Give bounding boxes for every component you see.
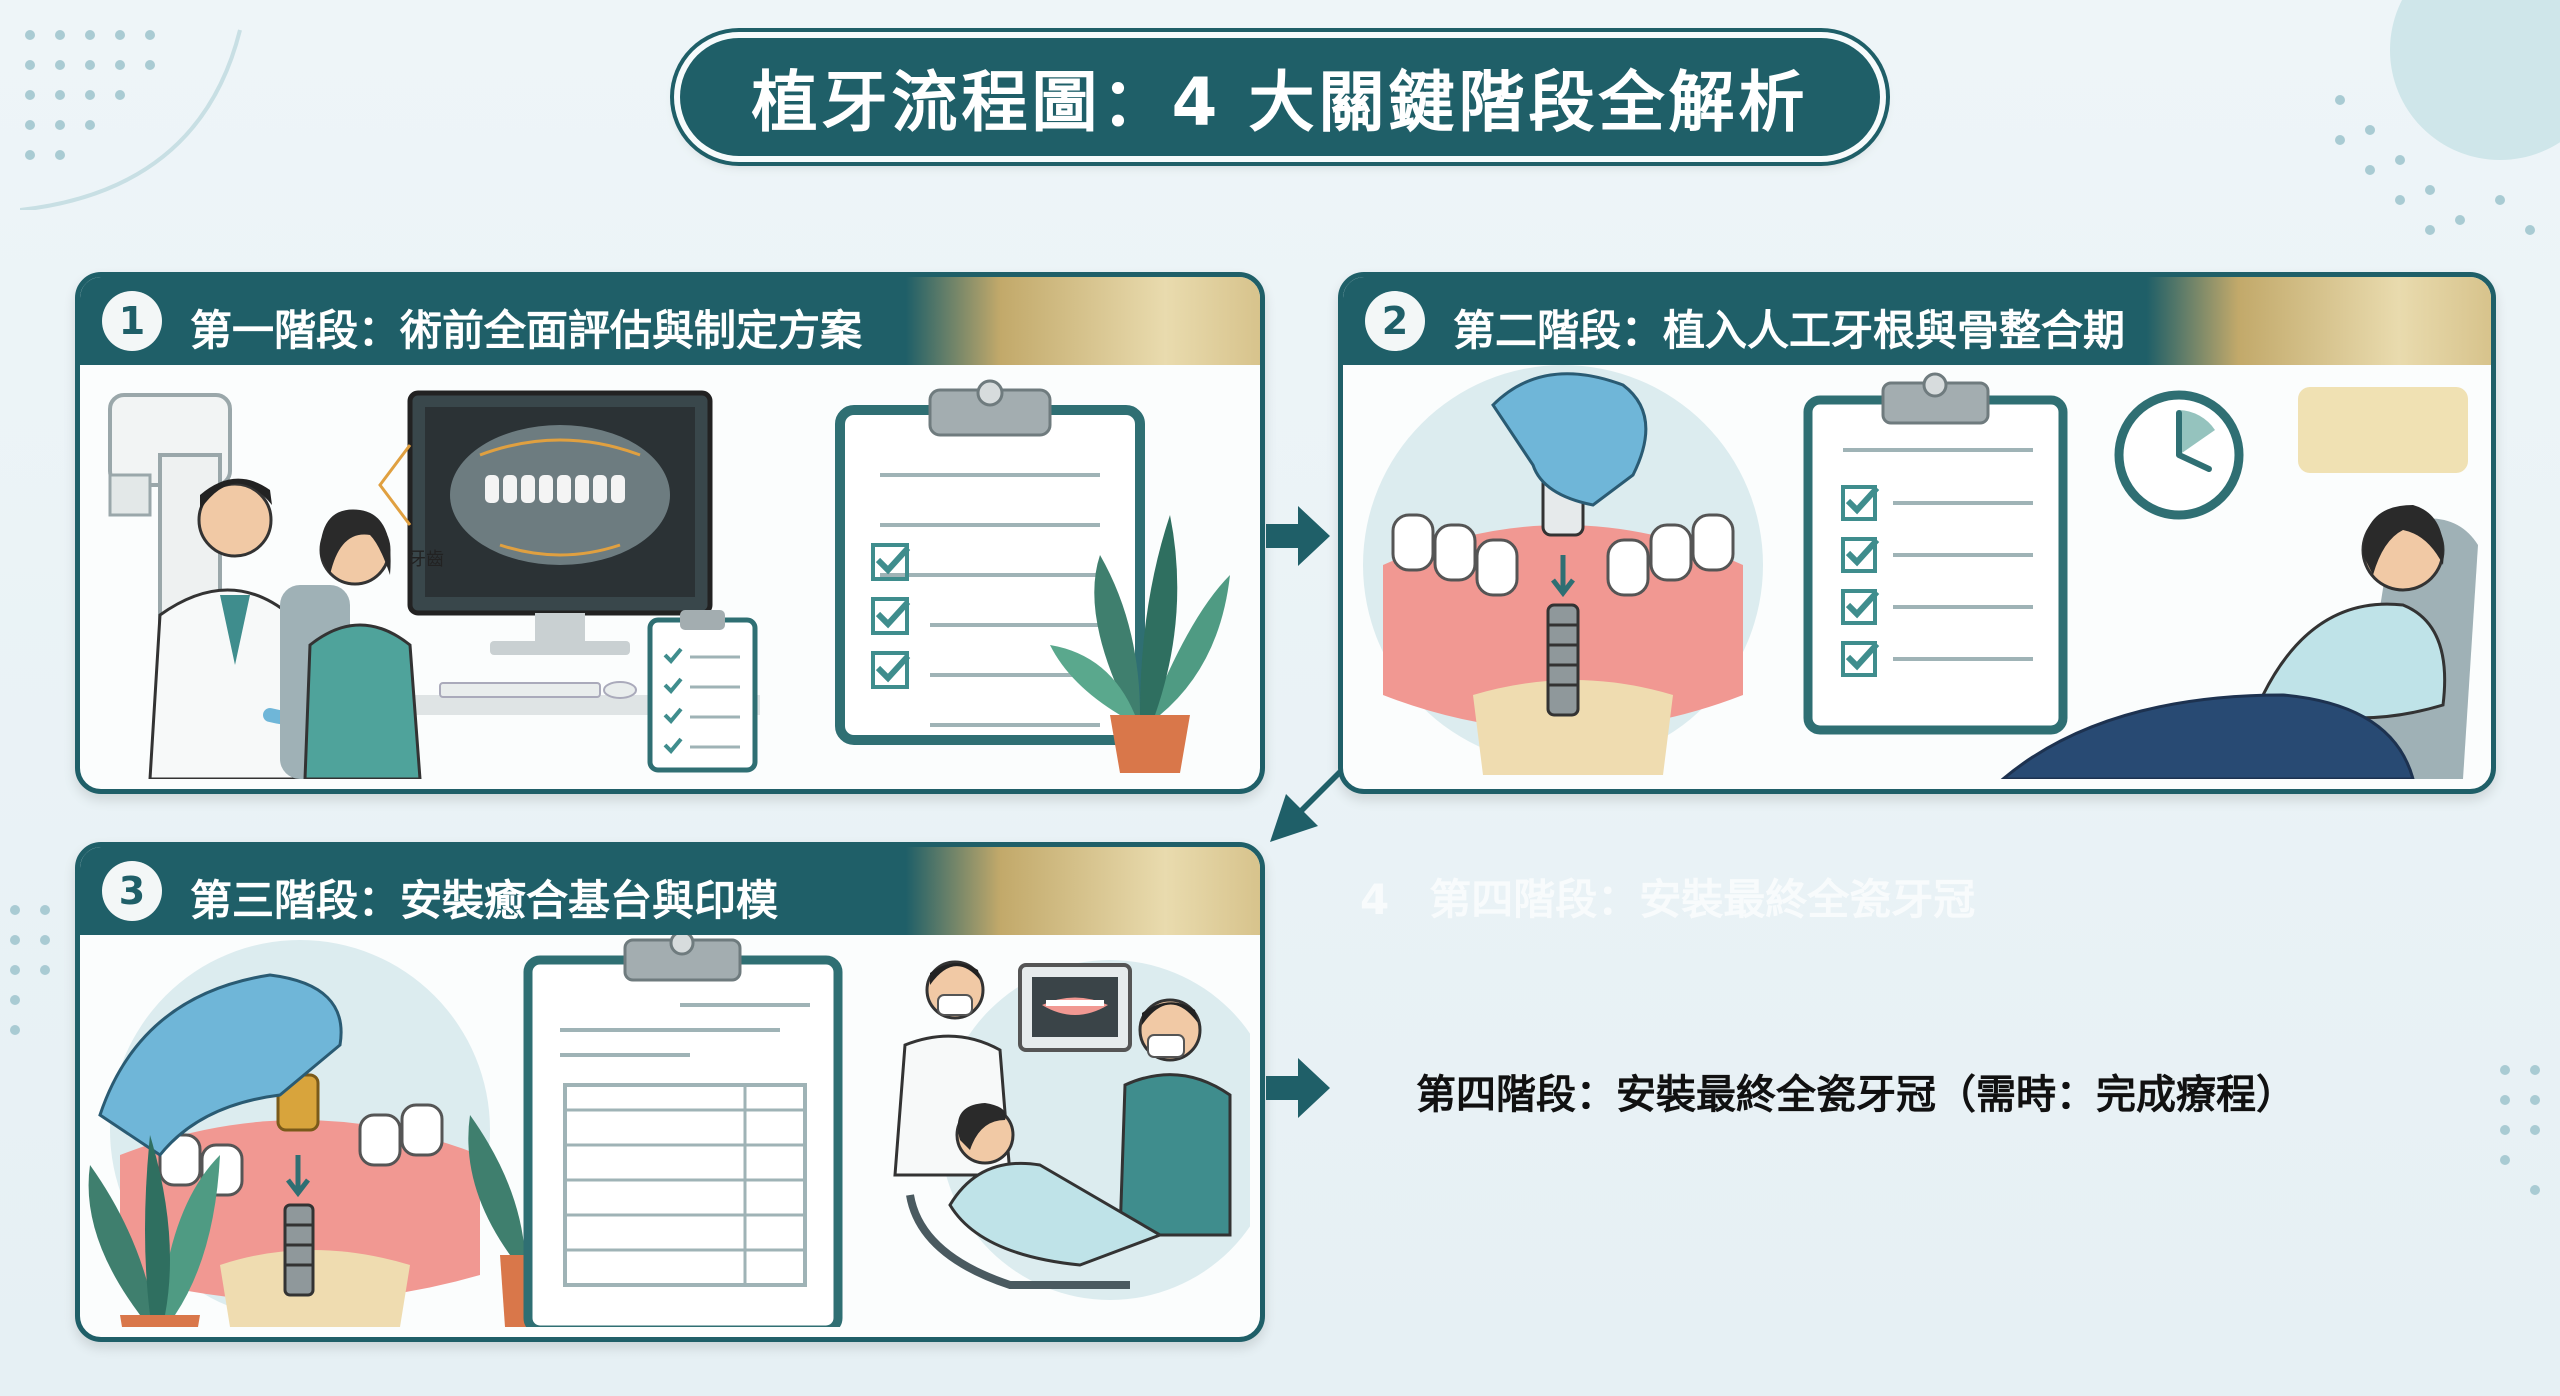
page-title: 植牙流程圖：4 大關鍵階段全解析	[751, 64, 1809, 141]
checklist-clipboard-icon	[1803, 372, 2068, 735]
clock-icon	[2114, 390, 2244, 520]
arrow-right-stage1-to-stage2	[1266, 506, 1330, 566]
title-banner: 植牙流程圖：4 大關鍵階段全解析	[680, 38, 1880, 156]
decorative-dots-right	[2500, 1065, 2540, 1195]
monitor-label: 牙齒	[408, 549, 444, 570]
xray-monitor-icon	[378, 390, 713, 655]
stage-1-card: 1 第一階段：術前全面評估與制定方案	[75, 272, 1265, 794]
stage-3-card: 3 第三階段：安裝癒合基台與印模	[75, 842, 1265, 1342]
empty-label-box	[2298, 387, 2468, 473]
stage-4-number: 4	[1360, 875, 1390, 924]
stage-3-illustration	[88, 930, 1260, 1337]
small-clipboard-icon	[647, 610, 758, 773]
resting-patient-icon	[1998, 505, 2478, 781]
arrow-right-stage3-to-stage4	[1266, 1058, 1330, 1118]
stage-2-card: 2 第二階段：植入人工牙根與骨整合期	[1338, 272, 2496, 794]
impression-form-clipboard-icon	[523, 930, 843, 1335]
decorative-dots-left	[10, 905, 50, 1035]
stage-4-caption: 第四階段：安裝最終全瓷牙冠（需時：完成療程）	[1416, 1072, 2296, 1118]
stage-2-illustration	[1363, 365, 2478, 781]
stage-2-number-badge: 2	[1365, 291, 1425, 351]
decorative-dots-top-left	[20, 29, 242, 210]
decorative-dots-top-right	[2335, 0, 2560, 235]
implant-insertion-icon	[1363, 365, 1763, 775]
stage-3-title: 第三階段：安裝癒合基台與印模	[190, 876, 779, 925]
stage-4-title: 第四階段：安裝最終全瓷牙冠	[1429, 875, 1976, 924]
stage-4-ghost-title: 4 第四階段：安裝最終全瓷牙冠	[1360, 866, 1975, 927]
plant-icon	[1050, 515, 1230, 773]
stage-2-header: 2 第二階段：植入人工牙根與骨整合期	[1343, 277, 2491, 365]
stage-3-header: 3 第三階段：安裝癒合基台與印模	[80, 847, 1260, 935]
stage-3-number-badge: 3	[102, 861, 162, 921]
stage-1-title: 第一階段：術前全面評估與制定方案	[190, 306, 863, 355]
stage-2-title: 第二階段：植入人工牙根與骨整合期	[1453, 306, 2126, 355]
stage-1-header: 1 第一階段：術前全面評估與制定方案	[80, 277, 1260, 365]
stage-1-illustration: 牙齒	[108, 379, 1230, 781]
patient-figure-icon	[280, 509, 422, 781]
stage-1-number-badge: 1	[102, 291, 162, 351]
dentist-scene-icon	[893, 960, 1260, 1300]
arrow-diagonal-stage2-to-stage3	[1270, 770, 1342, 842]
